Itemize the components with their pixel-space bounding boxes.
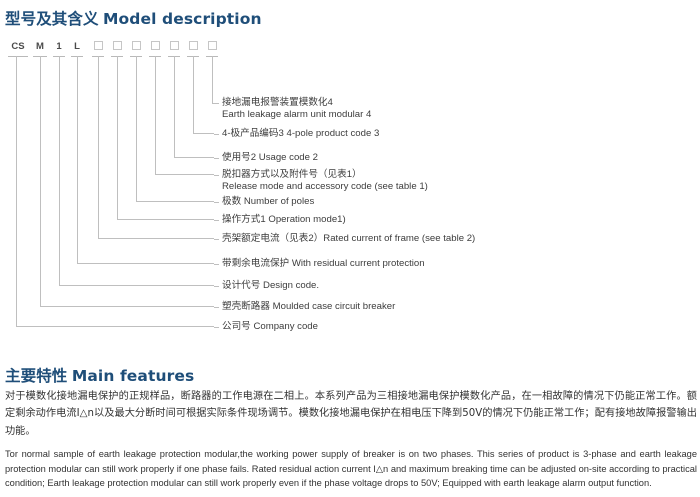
label-dash-icon	[214, 263, 219, 265]
label-dash-icon	[214, 285, 219, 287]
model-code-placeholder-box	[131, 41, 141, 50]
leader-line-horizontal	[59, 285, 214, 286]
label-line-primary: 极数 Number of poles	[222, 196, 315, 207]
model-code-placeholder-box	[150, 41, 160, 50]
model-code-segment: CS	[11, 41, 25, 52]
model-code-placeholder-box	[207, 41, 217, 50]
leader-line-horizontal	[98, 238, 214, 239]
leader-line-horizontal	[40, 306, 214, 307]
section-heading-model: 型号及其含义 Model description	[5, 7, 262, 29]
leader-line-vertical	[40, 56, 41, 306]
label-line-primary: 4-极产品编码3 4-pole product code 3	[222, 128, 380, 139]
leader-line-vertical	[155, 56, 156, 174]
model-code-label: 使用号2 Usage code 2	[214, 152, 318, 164]
label-line-primary: 脱扣器方式以及附件号（见表1）	[222, 169, 362, 180]
label-line-secondary: Earth leakage alarm unit modular 4	[222, 109, 372, 121]
leader-line-vertical	[174, 56, 175, 157]
label-line-primary: 带剩余电流保护 With residual current protection	[222, 258, 425, 269]
model-code-segment: M	[36, 41, 44, 52]
leader-line-vertical	[212, 56, 213, 103]
model-code-placeholder-box	[112, 41, 122, 50]
model-code-placeholder-box	[93, 41, 103, 50]
section-heading-features: 主要特性 Main features	[5, 364, 194, 386]
label-line-primary: 使用号2 Usage code 2	[222, 152, 318, 163]
leader-line-vertical	[117, 56, 118, 219]
model-code-placeholder-box	[169, 41, 179, 50]
model-code-label: 塑壳断路器 Moulded case circuit breaker	[214, 301, 396, 313]
leader-line-vertical	[77, 56, 78, 263]
label-dash-icon	[214, 102, 219, 104]
leader-line-horizontal	[117, 219, 214, 220]
label-dash-icon	[214, 133, 219, 135]
label-dash-icon	[214, 201, 219, 203]
leader-line-horizontal	[212, 103, 214, 104]
label-dash-icon	[214, 219, 219, 221]
model-code-label: 公司号 Company code	[214, 321, 318, 333]
label-dash-icon	[214, 238, 219, 240]
model-code-segment: 1	[56, 41, 62, 52]
label-line-primary: 塑壳断路器 Moulded case circuit breaker	[222, 301, 396, 312]
heading-features-english: Main features	[71, 367, 195, 385]
model-code-label: 设计代号 Design code.	[214, 280, 320, 292]
model-code-label: 极数 Number of poles	[214, 196, 315, 208]
label-line-primary: 公司号 Company code	[222, 321, 318, 332]
label-dash-icon	[214, 174, 219, 176]
label-dash-icon	[214, 157, 219, 159]
heading-model-chinese: 型号及其含义	[5, 10, 99, 28]
model-code-label: 带剩余电流保护 With residual current protection	[214, 258, 425, 270]
heading-features-chinese: 主要特性	[5, 367, 68, 385]
model-code-row: CS M 1 L	[0, 40, 260, 62]
model-code-label: 4-极产品编码3 4-pole product code 3	[214, 128, 380, 140]
model-code-segment: L	[74, 41, 80, 52]
model-code-underline	[8, 56, 28, 57]
leader-line-horizontal	[174, 157, 214, 158]
main-features-paragraph-chinese: 对于模数化接地漏电保护的正规样品，断路器的工作电源在二相上。本系列产品为三相接地…	[5, 391, 697, 437]
model-code-label: 脱扣器方式以及附件号（见表1）Release mode and accessor…	[214, 169, 428, 194]
model-code-placeholder-box	[188, 41, 198, 50]
leader-line-horizontal	[16, 326, 214, 327]
label-dash-icon	[214, 306, 219, 308]
label-line-primary: 操作方式1 Operation mode1)	[222, 214, 346, 225]
leader-line-horizontal	[155, 174, 214, 175]
leader-line-vertical	[59, 56, 60, 285]
leader-line-vertical	[98, 56, 99, 238]
leader-line-vertical	[16, 56, 17, 326]
leader-line-vertical	[136, 56, 137, 201]
model-code-label: 操作方式1 Operation mode1)	[214, 214, 346, 226]
heading-model-english: Model description	[103, 10, 262, 28]
label-line-primary: 壳架额定电流（见表2）Rated current of frame (see t…	[222, 233, 476, 244]
model-code-label: 壳架额定电流（见表2）Rated current of frame (see t…	[214, 233, 476, 245]
label-line-primary: 设计代号 Design code.	[222, 280, 320, 291]
leader-line-horizontal	[136, 201, 214, 202]
main-features-paragraph-english: Tor normal sample of earth leakage prote…	[5, 449, 697, 489]
leader-line-vertical	[193, 56, 194, 133]
leader-line-horizontal	[193, 133, 214, 134]
leader-line-horizontal	[77, 263, 214, 264]
label-dash-icon	[214, 326, 219, 328]
label-line-primary: 接地漏电报警装置模数化4	[222, 97, 333, 108]
label-line-secondary: Release mode and accessory code (see tab…	[222, 181, 428, 193]
